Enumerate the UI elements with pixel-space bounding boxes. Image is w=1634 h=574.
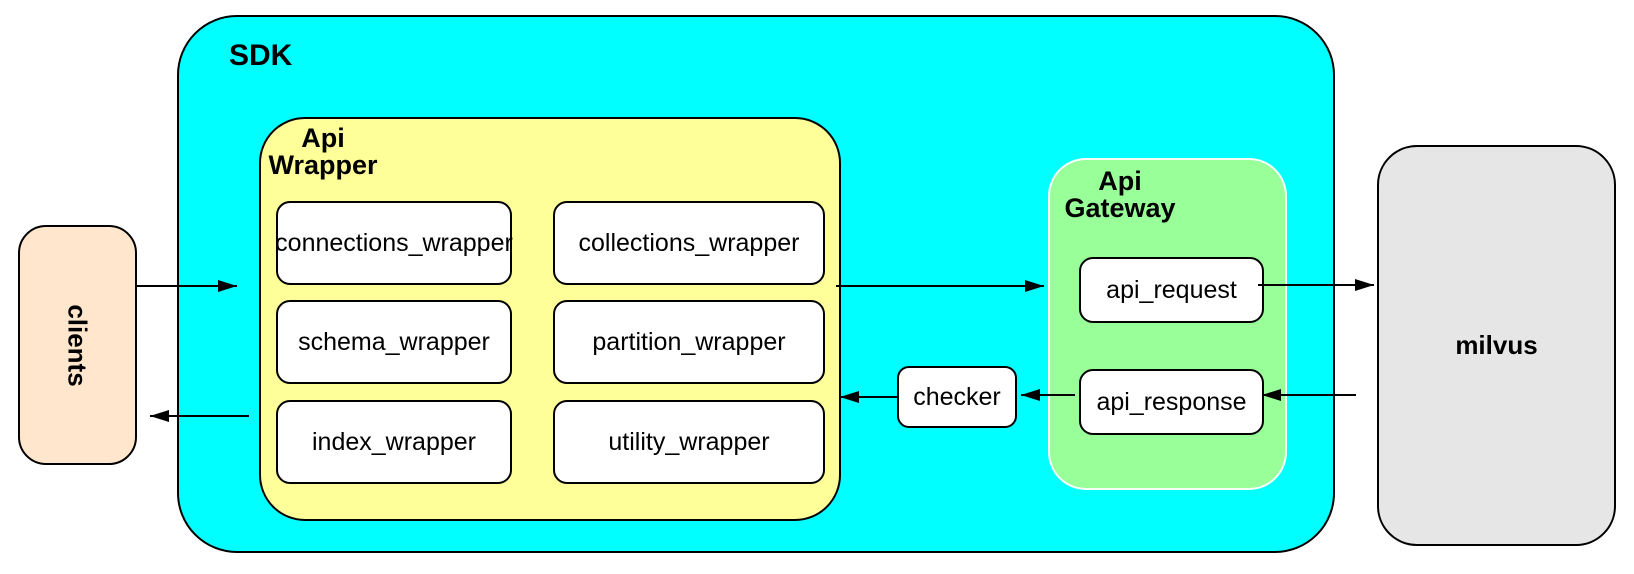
node-utility-wrapper: utility_wrapper bbox=[553, 400, 825, 484]
node-milvus: milvus bbox=[1377, 145, 1616, 546]
connections-wrapper-label: connections_wrapper bbox=[275, 228, 513, 257]
node-connections-wrapper: connections_wrapper bbox=[275, 201, 513, 285]
node-partition-wrapper: partition_wrapper bbox=[553, 300, 825, 384]
collections-wrapper-label: collections_wrapper bbox=[578, 228, 800, 257]
checker-label: checker bbox=[913, 382, 1001, 411]
clients-label: clients bbox=[63, 303, 93, 387]
node-api-gateway: Api Gateway api_request api_response bbox=[1048, 158, 1287, 490]
milvus-label: milvus bbox=[1455, 330, 1538, 360]
node-schema-wrapper: schema_wrapper bbox=[276, 300, 512, 384]
api-wrapper-label: Api Wrapper bbox=[268, 123, 378, 180]
node-clients: clients bbox=[18, 225, 137, 465]
partition-wrapper-label: partition_wrapper bbox=[592, 327, 786, 356]
schema-wrapper-label: schema_wrapper bbox=[298, 327, 490, 356]
sdk-label: SDK bbox=[229, 39, 293, 72]
node-checker: checker bbox=[897, 366, 1017, 428]
node-index-wrapper: index_wrapper bbox=[276, 400, 512, 484]
index-wrapper-label: index_wrapper bbox=[312, 427, 476, 456]
node-api-response: api_response bbox=[1079, 369, 1264, 435]
node-api-wrapper: Api Wrapper connections_wrapper collecti… bbox=[259, 117, 841, 521]
node-collections-wrapper: collections_wrapper bbox=[553, 201, 825, 285]
api-request-label: api_request bbox=[1106, 275, 1237, 304]
api-gateway-label: Api Gateway bbox=[1064, 166, 1176, 223]
utility-wrapper-label: utility_wrapper bbox=[608, 427, 770, 456]
node-api-request: api_request bbox=[1079, 257, 1264, 323]
api-response-label: api_response bbox=[1096, 387, 1247, 416]
